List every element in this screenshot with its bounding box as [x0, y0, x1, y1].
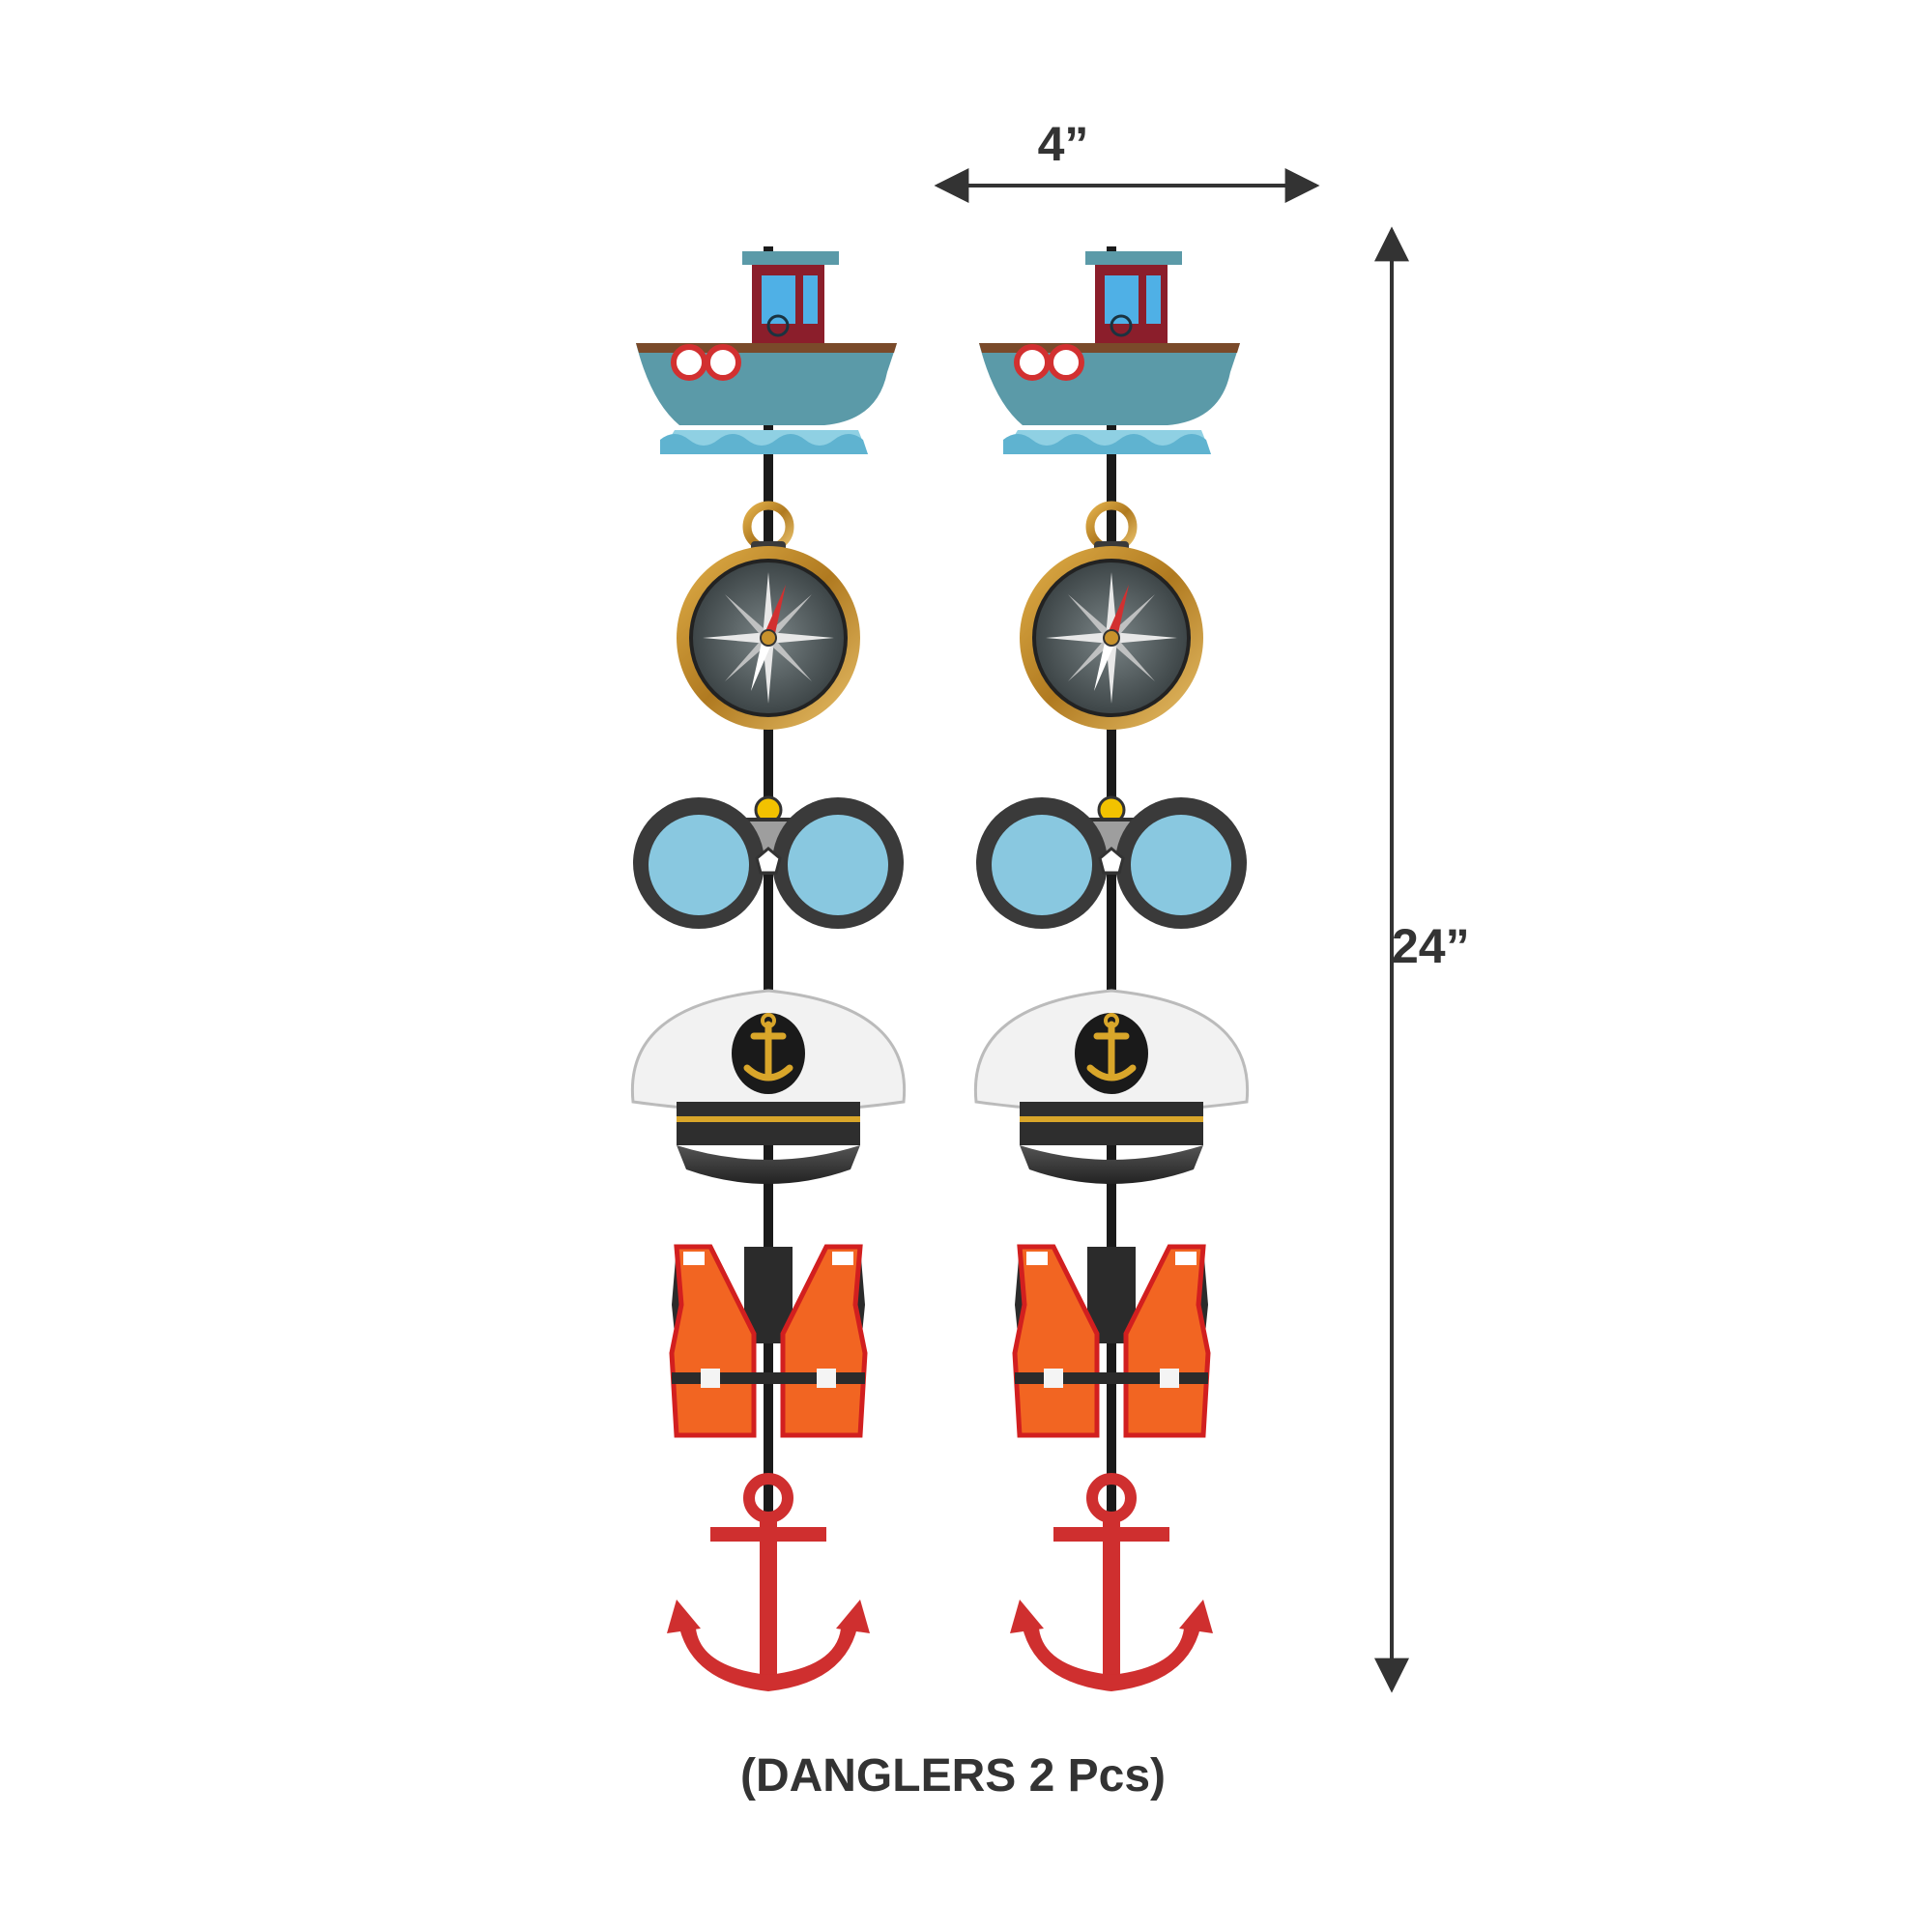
dangler-1	[632, 246, 904, 1691]
height-label: 24”	[1392, 919, 1470, 973]
boat-icon	[636, 251, 897, 454]
dangler-2	[975, 246, 1247, 1691]
boat-icon	[979, 251, 1240, 454]
caption: (DANGLERS 2 Pcs)	[739, 1750, 1167, 1802]
width-label: 4”	[1037, 117, 1089, 171]
